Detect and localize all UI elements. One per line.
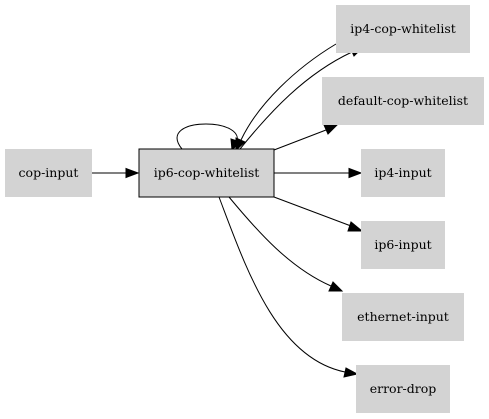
node-cop-input[interactable]: cop-input [5, 149, 92, 197]
edge-ip6-cop-whitelist-to-ip4-cop-whitelist [239, 51, 353, 150]
edge-arrowhead [323, 124, 339, 135]
edges [92, 43, 364, 378]
edge-ip6-cop-whitelist-self-loop [176, 123, 238, 150]
edge-ip6-cop-whitelist-to-ethernet-input [228, 196, 332, 287]
nodes: cop-input ip6-cop-whitelist ip4-cop-whit… [5, 5, 484, 413]
edge-arrowhead [347, 221, 364, 232]
edge-arrowhead [235, 137, 246, 152]
edge-arrowhead [343, 367, 359, 378]
node-ip6-input[interactable]: ip6-input [361, 221, 445, 269]
node-label: ethernet-input [357, 309, 449, 324]
node-ip6-cop-whitelist[interactable]: ip6-cop-whitelist [138, 148, 275, 198]
node-label: ip4-input [374, 165, 431, 180]
edge-arrowhead [125, 167, 140, 179]
edge-ip6-cop-whitelist-to-ip6-input [273, 196, 352, 227]
edge-ip6-cop-whitelist-to-default-cop-whitelist [273, 129, 327, 151]
edge-ip6-cop-whitelist-to-error-drop [218, 196, 346, 373]
node-ip4-cop-whitelist[interactable]: ip4-cop-whitelist [336, 5, 470, 53]
node-error-drop[interactable]: error-drop [356, 365, 450, 413]
node-label: cop-input [19, 165, 79, 180]
node-label: ip6-cop-whitelist [154, 165, 260, 180]
node-label: error-drop [370, 381, 437, 396]
node-label: default-cop-whitelist [338, 93, 468, 108]
node-ip4-input[interactable]: ip4-input [361, 149, 445, 197]
edge-arrowhead [328, 281, 344, 292]
node-ethernet-input[interactable]: ethernet-input [342, 293, 464, 341]
edge-ip4-cop-whitelist-to-ip6-cop-whitelist [240, 43, 337, 141]
node-label: ip4-cop-whitelist [350, 21, 456, 36]
node-default-cop-whitelist[interactable]: default-cop-whitelist [322, 77, 484, 125]
node-label: ip6-input [374, 237, 431, 252]
edge-arrowhead [348, 167, 363, 179]
